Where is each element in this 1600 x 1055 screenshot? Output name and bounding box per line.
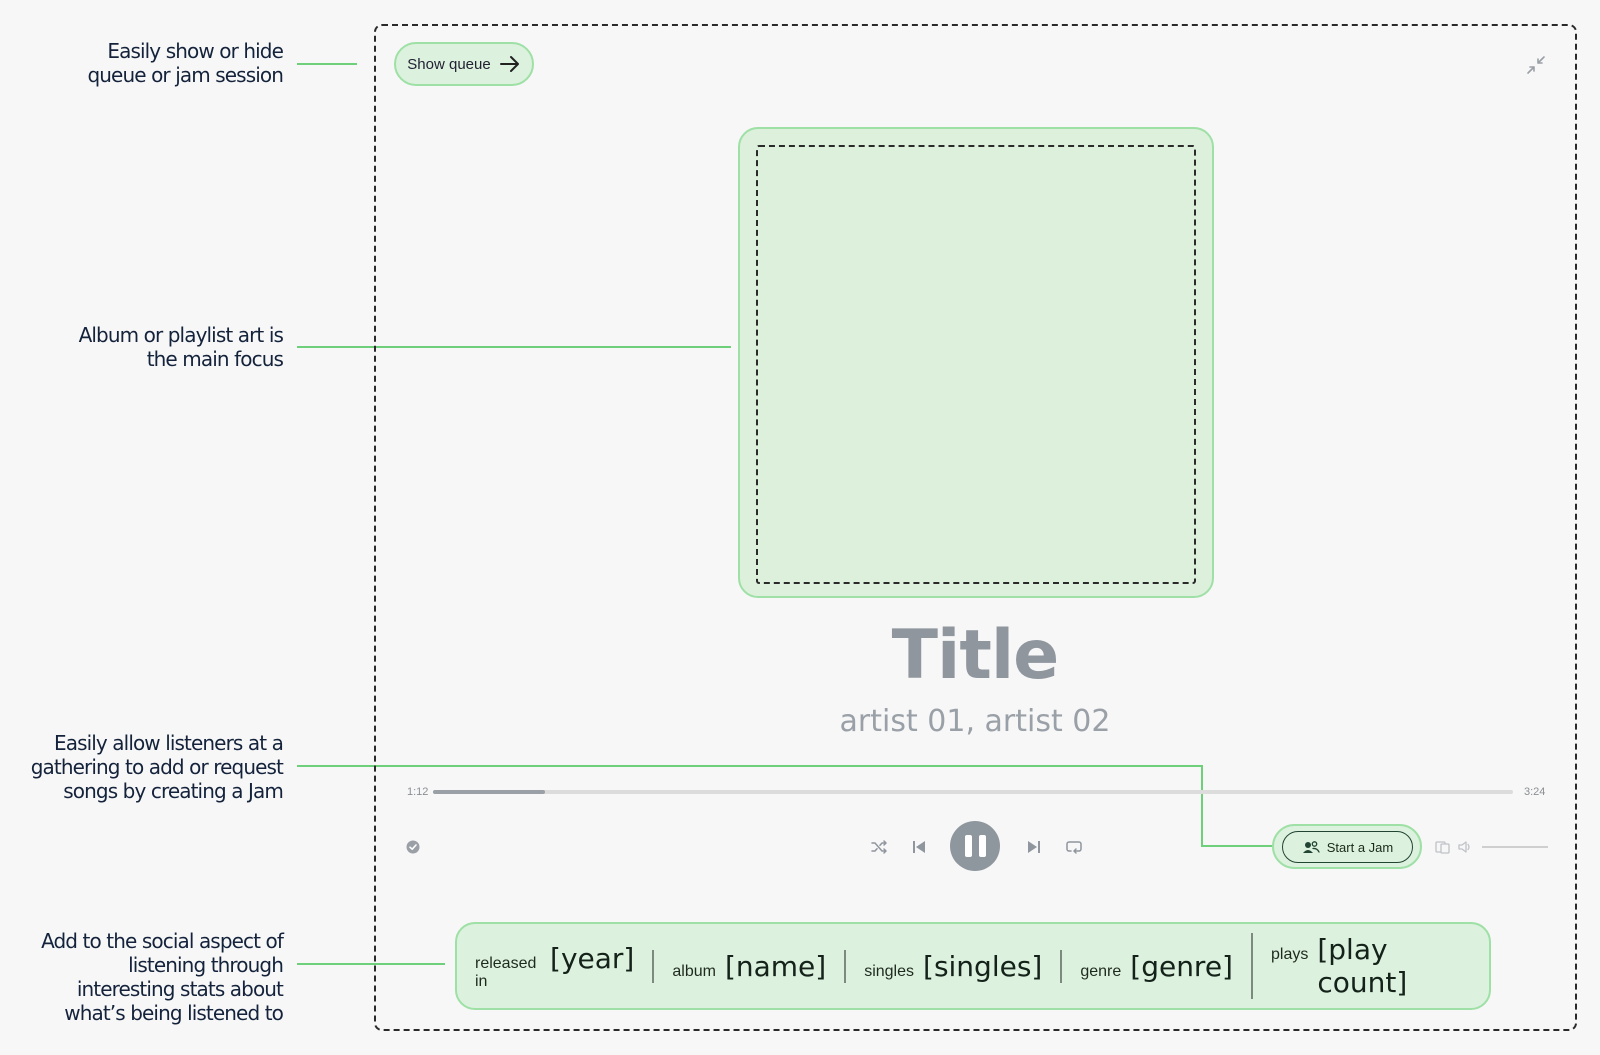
device-button[interactable] xyxy=(1434,838,1452,856)
leader-line-jam-end xyxy=(1201,845,1272,847)
annotation-line: listening through xyxy=(128,953,284,977)
pause-icon-bar xyxy=(978,835,986,857)
annotation-line: Easily show or hide xyxy=(107,39,284,63)
player-frame xyxy=(374,24,1577,1031)
stat-label: plays xyxy=(1270,946,1309,963)
progress-bar[interactable] xyxy=(433,790,1513,794)
annotation-line: gathering to add or request xyxy=(30,755,284,779)
progress-bar-fill xyxy=(433,790,546,794)
arrow-right-icon xyxy=(499,56,519,72)
device-icon xyxy=(1435,841,1450,854)
annotation-line: songs by creating a Jam xyxy=(63,779,284,803)
leader-line-queue xyxy=(297,63,357,65)
album-art xyxy=(738,127,1214,598)
stat-album: album [name] xyxy=(652,949,844,983)
stat-label: album xyxy=(672,962,716,980)
stat-release-year: released in [year] xyxy=(457,942,652,991)
stat-label: genre xyxy=(1080,962,1122,980)
total-duration: 3:24 xyxy=(1524,786,1546,798)
liked-button[interactable] xyxy=(404,838,422,856)
annotation-stats: Add to the social aspect of listening th… xyxy=(20,929,284,1025)
previous-button[interactable] xyxy=(909,837,929,857)
repeat-icon xyxy=(1066,841,1082,854)
play-pause-button[interactable] xyxy=(950,821,1000,871)
volume-button[interactable] xyxy=(1456,838,1474,856)
annotation-line: interesting stats about xyxy=(76,977,284,1001)
annotation-line: queue or jam session xyxy=(87,63,283,87)
annotation-art: Album or playlist art is the main focus xyxy=(20,323,284,371)
leader-line-jam-vertical xyxy=(1201,765,1203,846)
repeat-button[interactable] xyxy=(1064,837,1084,857)
stat-genre: genre [genre] xyxy=(1060,949,1251,983)
leader-line-stats xyxy=(297,963,445,965)
track-artists[interactable]: artist 01, artist 02 xyxy=(839,704,1111,739)
elapsed-time: 1:12 xyxy=(407,786,429,798)
pause-icon xyxy=(964,835,972,857)
annotation-jam: Easily allow listeners at a gathering to… xyxy=(20,731,284,803)
stat-value: [play count] xyxy=(1317,933,1408,999)
next-button[interactable] xyxy=(1024,837,1044,857)
stat-value: [genre] xyxy=(1130,949,1233,983)
start-jam-label: Start a Jam xyxy=(1326,839,1394,855)
stat-value: [name] xyxy=(724,949,827,983)
skip-previous-icon xyxy=(913,841,925,853)
shuffle-icon xyxy=(871,840,887,854)
jam-icon xyxy=(1302,841,1320,853)
check-circle-icon xyxy=(406,840,420,854)
jam-highlight: Start a Jam xyxy=(1272,824,1422,869)
shuffle-button[interactable] xyxy=(869,837,889,857)
show-queue-button[interactable]: Show queue xyxy=(394,42,534,86)
volume-icon xyxy=(1458,841,1470,853)
show-queue-label: Show queue xyxy=(407,55,491,73)
annotation-line: Easily allow listeners at a xyxy=(53,731,284,755)
start-jam-button[interactable]: Start a Jam xyxy=(1282,831,1413,863)
leader-line-jam xyxy=(297,765,1202,767)
track-stats-bar: released in [year] album [name] singles … xyxy=(455,922,1491,1010)
stat-value: [year] xyxy=(550,941,635,975)
annotation-line: the main focus xyxy=(146,347,284,371)
stat-singles: singles [singles] xyxy=(844,949,1060,983)
annotation-queue: Easily show or hide queue or jam session xyxy=(20,39,283,87)
annotation-line: Add to the social aspect of xyxy=(41,929,284,953)
annotation-line: what’s being listened to xyxy=(64,1001,284,1025)
leader-line-art xyxy=(297,346,731,348)
minimize-icon xyxy=(1527,56,1545,74)
stat-label: singles xyxy=(864,962,915,980)
stat-value: [singles] xyxy=(923,949,1043,983)
volume-slider[interactable] xyxy=(1482,846,1548,848)
annotation-line: Album or playlist art is xyxy=(78,323,284,347)
track-title: Title xyxy=(891,616,1060,695)
minimize-button[interactable] xyxy=(1525,54,1547,76)
stat-play-count: plays [play count] xyxy=(1250,933,1489,999)
stat-label: released in xyxy=(475,954,537,990)
album-art-placeholder xyxy=(756,145,1196,584)
skip-next-icon xyxy=(1028,841,1040,853)
